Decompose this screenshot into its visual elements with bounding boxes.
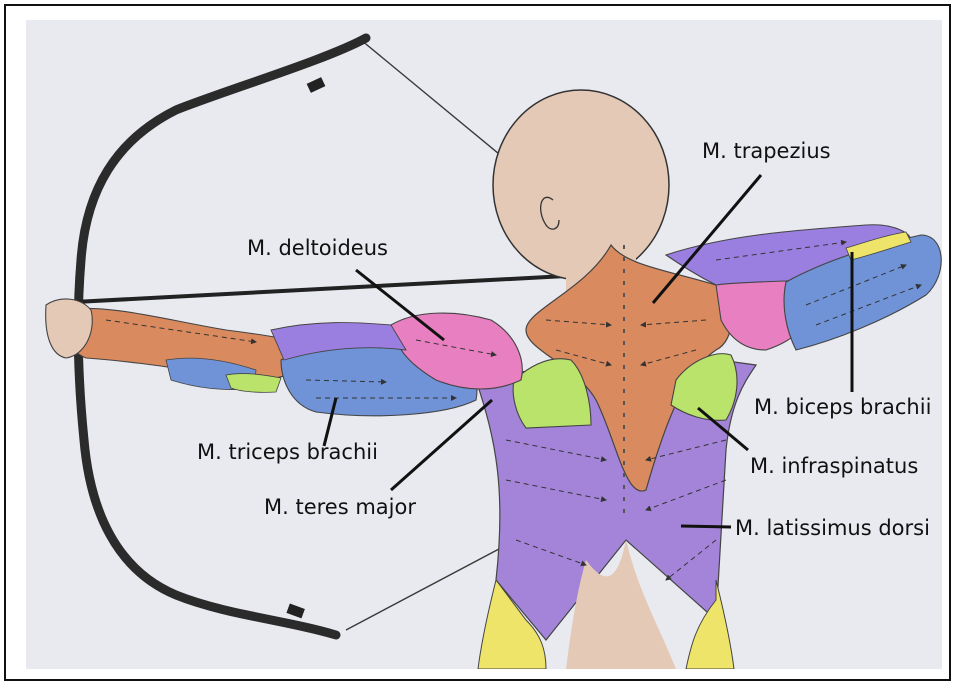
label-infraspinatus: M. infraspinatus bbox=[750, 456, 918, 477]
label-trapezius: M. trapezius bbox=[702, 141, 831, 162]
drawing-paper: M. trapezius M. deltoideus M. biceps bra… bbox=[26, 20, 942, 669]
figure-frame: M. trapezius M. deltoideus M. biceps bra… bbox=[4, 4, 951, 681]
arrow bbox=[56, 276, 566, 303]
bow-nock-top bbox=[307, 77, 326, 93]
archer-illustration bbox=[26, 20, 942, 669]
label-teres: M. teres major bbox=[264, 497, 416, 518]
label-deltoideus: M. deltoideus bbox=[247, 238, 388, 259]
label-biceps: M. biceps brachii bbox=[754, 397, 931, 418]
leader-latissimus bbox=[681, 526, 731, 527]
label-triceps: M. triceps brachii bbox=[197, 442, 378, 463]
label-latissimus: M. latissimus dorsi bbox=[735, 518, 930, 539]
bow-nock-bottom bbox=[286, 604, 304, 619]
